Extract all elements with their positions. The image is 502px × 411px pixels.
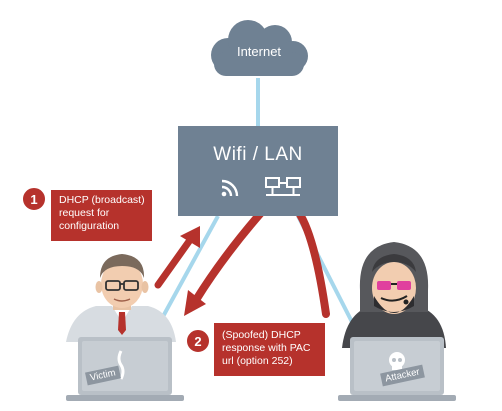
attacker-laptop [338,337,456,401]
request-arrow [154,226,200,289]
attacker-figure [342,242,446,348]
wifi-lan-box: Wifi / LAN [178,126,338,216]
step-2-line-1: (Spoofed) DHCP [222,329,301,341]
response-arrow [184,196,330,318]
wifi-icon [221,179,239,197]
victim-figure [66,254,176,342]
step-2-line-3: url (option 252) [222,355,293,367]
step-2-line-2: response with PAC [222,342,311,354]
step-1-line-1: DHCP (broadcast) [59,194,145,206]
step-2-badge: 2 [185,328,211,354]
step-1-line-3: configuration [59,220,120,232]
step-1-callout: DHCP (broadcast) request for configurati… [51,190,152,241]
cloud-icon [211,20,308,76]
victim-link [158,215,220,323]
victim-laptop [66,337,184,401]
step-1-badge: 1 [21,186,47,212]
internet-label: Internet [236,44,282,59]
lan-icon [265,177,301,196]
step-1-line-2: request for [59,207,110,219]
wifi-lan-title: Wifi / LAN [213,144,303,165]
step-2-callout: (Spoofed) DHCP response with PAC url (op… [214,323,325,376]
